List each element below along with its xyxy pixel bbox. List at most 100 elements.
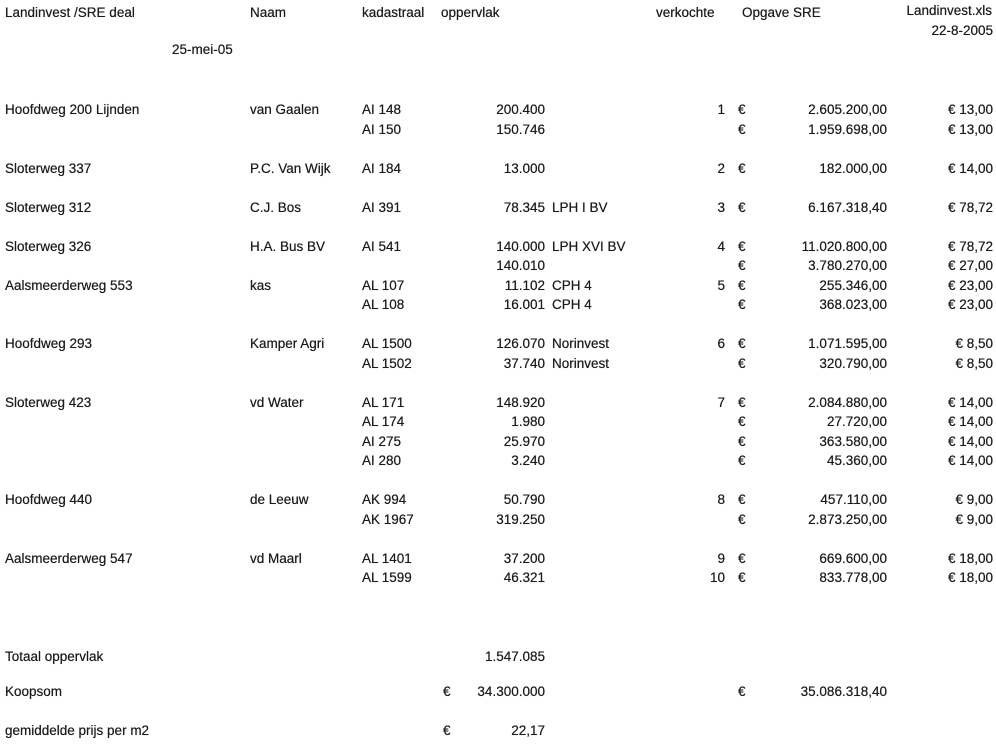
euro-sign: € bbox=[738, 511, 746, 527]
file-name: Landinvest.xls bbox=[906, 3, 992, 18]
kadastraal-cell: AI 391 bbox=[362, 199, 402, 215]
price-per-m2-cell: € 78,72 bbox=[947, 199, 993, 215]
oppervlak-cell: 140.000 bbox=[496, 238, 545, 254]
opgave-sre-value-cell: 182.000,00 bbox=[819, 160, 887, 176]
total-oppervlak-row: Totaal oppervlak 1.547.085 bbox=[0, 647, 996, 667]
kadastraal-cell: AL 1500 bbox=[362, 336, 412, 351]
deal-date: 25-mei-05 bbox=[172, 42, 233, 57]
location-cell: Aalsmeerderweg 553 bbox=[5, 277, 133, 293]
gemiddelde-prijs-euro-sign: € bbox=[443, 723, 451, 738]
kadastraal-cell: AK 1967 bbox=[362, 511, 414, 527]
euro-sign: € bbox=[738, 199, 746, 215]
oppervlak-cell: 148.920 bbox=[496, 394, 545, 410]
opgave-sre-value-cell: 3.780.270,00 bbox=[808, 258, 887, 273]
entity-label-cell: CPH 4 bbox=[552, 277, 592, 293]
price-per-m2-cell: € 8,50 bbox=[955, 355, 993, 371]
koopsom-label: Koopsom bbox=[5, 684, 63, 699]
price-per-m2-cell: € 14,00 bbox=[947, 160, 993, 176]
oppervlak-cell: 319.250 bbox=[496, 511, 545, 527]
price-per-m2-cell: € 14,00 bbox=[947, 394, 993, 410]
price-per-m2-cell: € 9,00 bbox=[955, 492, 993, 507]
entity-label-cell: Norinvest bbox=[552, 355, 610, 371]
kadastraal-cell: AL 1401 bbox=[362, 550, 412, 566]
price-per-m2-cell: € 78,72 bbox=[947, 238, 993, 254]
euro-sign: € bbox=[738, 492, 746, 507]
verkochte-number-cell: 4 bbox=[717, 238, 725, 254]
location-cell: Hoofdweg 293 bbox=[5, 336, 93, 351]
opgave-sre-value-cell: 457.110,00 bbox=[820, 492, 887, 507]
euro-sign: € bbox=[738, 414, 746, 429]
gemiddelde-prijs-row: gemiddelde prijs per m2 € 22,17 bbox=[0, 721, 996, 741]
opgave-sre-value-cell: 255.346,00 bbox=[819, 277, 887, 293]
column-header-verkochte: verkochte bbox=[656, 5, 715, 20]
owner-name-cell: vd Water bbox=[250, 394, 304, 410]
oppervlak-cell: 78.345 bbox=[503, 199, 545, 215]
euro-sign: € bbox=[738, 160, 746, 176]
euro-sign: € bbox=[738, 570, 746, 585]
owner-name-cell: van Gaalen bbox=[250, 102, 320, 117]
price-per-m2-cell: € 18,00 bbox=[947, 570, 993, 585]
column-header-naam: Naam bbox=[250, 5, 287, 20]
verkochte-number-cell: 7 bbox=[717, 394, 725, 410]
total-oppervlak-value: 1.547.085 bbox=[484, 649, 545, 664]
owner-name-cell: Kamper Agri bbox=[250, 336, 325, 351]
price-per-m2-cell: € 14,00 bbox=[947, 414, 993, 429]
column-header-opgave-sre: Opgave SRE bbox=[742, 5, 821, 20]
blank-line bbox=[0, 178, 996, 198]
opgave-sre-value-cell: 2.873.250,00 bbox=[808, 511, 887, 527]
euro-sign: € bbox=[738, 121, 746, 137]
kadastraal-cell: AL 171 bbox=[362, 394, 405, 410]
location-cell: Sloterweg 312 bbox=[5, 199, 92, 215]
gemiddelde-prijs-label: gemiddelde prijs per m2 bbox=[5, 723, 150, 738]
price-per-m2-cell: € 14,00 bbox=[947, 453, 993, 468]
table-row: 140.010€3.780.270,00€ 27,00 bbox=[0, 256, 996, 276]
opgave-sre-value-cell: 363.580,00 bbox=[819, 433, 887, 449]
entity-label-cell: LPH XVI BV bbox=[552, 238, 626, 254]
owner-name-cell: P.C. Van Wijk bbox=[250, 160, 331, 176]
owner-name-cell: kas bbox=[250, 277, 272, 293]
price-per-m2-cell: € 23,00 bbox=[947, 277, 993, 293]
koopsom-euro-sign: € bbox=[443, 684, 451, 699]
kadastraal-cell: AL 1599 bbox=[362, 570, 412, 585]
blank-line bbox=[0, 217, 996, 237]
verkochte-number-cell: 1 bbox=[717, 102, 725, 117]
euro-sign: € bbox=[738, 355, 746, 371]
entity-label-cell: CPH 4 bbox=[552, 297, 592, 312]
opgave-sre-value-cell: 320.790,00 bbox=[819, 355, 887, 371]
price-per-m2-cell: € 27,00 bbox=[947, 258, 993, 273]
deal-title: Landinvest /SRE deal bbox=[5, 5, 135, 20]
euro-sign: € bbox=[738, 433, 746, 449]
blank-line bbox=[0, 373, 996, 393]
oppervlak-cell: 16.001 bbox=[503, 297, 545, 312]
opgave-sre-value-cell: 1.071.595,00 bbox=[808, 336, 887, 351]
oppervlak-cell: 150.746 bbox=[496, 121, 545, 137]
kadastraal-cell: AI 148 bbox=[362, 102, 402, 117]
owner-name-cell: vd Maarl bbox=[250, 550, 302, 566]
location-cell: Sloterweg 423 bbox=[5, 394, 92, 410]
euro-sign: € bbox=[738, 453, 746, 468]
location-cell: Sloterweg 337 bbox=[5, 160, 92, 176]
verkochte-number-cell: 8 bbox=[717, 492, 725, 507]
owner-name-cell: H.A. Bus BV bbox=[250, 238, 326, 254]
euro-sign: € bbox=[738, 102, 746, 117]
euro-sign: € bbox=[738, 277, 746, 293]
opgave-sre-value-cell: 833.778,00 bbox=[819, 570, 887, 585]
location-cell: Aalsmeerderweg 547 bbox=[5, 550, 133, 566]
opgave-sre-value-cell: 11.020.800,00 bbox=[801, 238, 887, 254]
owner-name-cell: de Leeuw bbox=[250, 492, 309, 507]
kadastraal-cell: AK 994 bbox=[362, 492, 407, 507]
opgave-sre-value-cell: 368.023,00 bbox=[819, 297, 887, 312]
file-date: 22-8-2005 bbox=[931, 23, 993, 38]
kadastraal-cell: AL 174 bbox=[362, 414, 405, 429]
